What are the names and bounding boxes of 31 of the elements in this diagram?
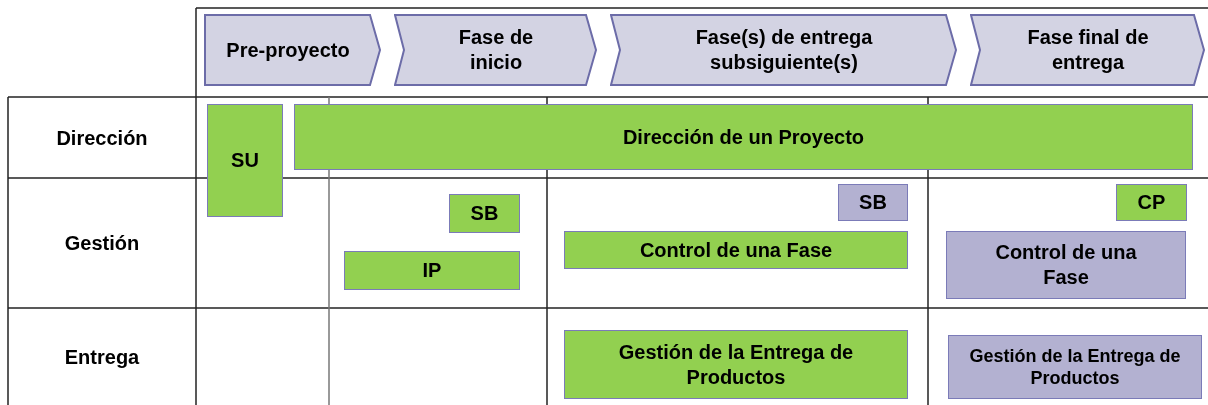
process-box	[1116, 184, 1187, 221]
node-text: Gestión de la Entrega de Productos	[968, 344, 1182, 390]
process-box	[294, 104, 1193, 170]
node-text: Fase(s) de entrega subsiguiente(s)	[694, 25, 874, 75]
row-header: Entrega	[64, 344, 140, 370]
row-header: Gestión	[64, 231, 140, 256]
process-box	[207, 104, 283, 217]
node-text: IP	[422, 258, 442, 283]
node-text: Control de una Fase	[994, 240, 1138, 290]
node-text: Pre-proyecto	[226, 37, 350, 63]
process-box	[564, 231, 908, 269]
node-text: Fase final de entrega	[1026, 25, 1150, 75]
process-box	[948, 335, 1202, 399]
node-text: SB	[470, 201, 499, 226]
process-box	[344, 251, 520, 290]
phase-header	[204, 14, 382, 86]
node-text: Gestión de la Entrega de Productos	[617, 339, 855, 390]
process-box	[449, 194, 520, 233]
row-header: Dirección	[56, 125, 148, 151]
node-text: Dirección de un Proyecto	[622, 124, 865, 150]
node-text: SB	[859, 190, 887, 215]
phase-header	[394, 14, 598, 86]
process-box	[838, 184, 908, 221]
node-text: CP	[1137, 190, 1166, 215]
node-text: Control de una Fase	[639, 237, 833, 263]
process-box	[946, 231, 1186, 299]
node-text: SU	[231, 148, 259, 173]
node-text: Fase de inicio	[457, 25, 535, 75]
process-box	[564, 330, 908, 399]
phase-header	[970, 14, 1206, 86]
phase-header	[610, 14, 958, 86]
